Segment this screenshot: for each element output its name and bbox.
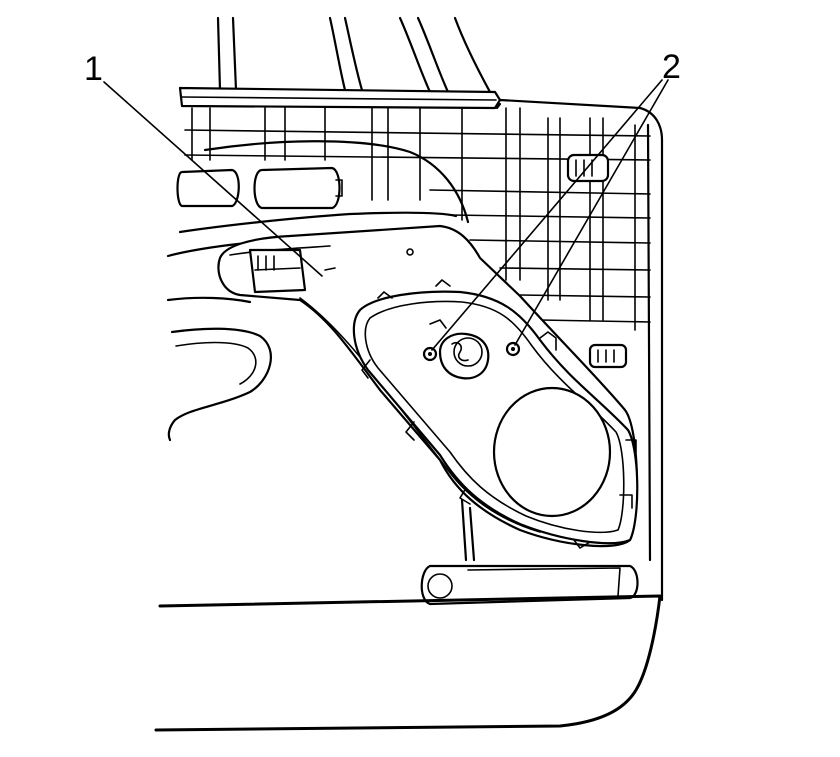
top-rail (178, 86, 502, 110)
lower-door-panel (154, 564, 662, 732)
callout-label-1: 1 (84, 50, 103, 88)
switch-mount (429, 319, 490, 380)
armrest-area (166, 140, 470, 258)
callout-label-2: 2 (662, 48, 681, 86)
leader-line-1 (103, 81, 323, 277)
door-frame-upper (216, 16, 492, 94)
inner-panel-grid (184, 98, 664, 602)
fastener-left (422, 346, 438, 362)
fastener-right (505, 341, 521, 357)
lower-door-structure (166, 296, 476, 562)
grid-clips (566, 153, 628, 369)
leader-lines-2 (431, 79, 669, 351)
